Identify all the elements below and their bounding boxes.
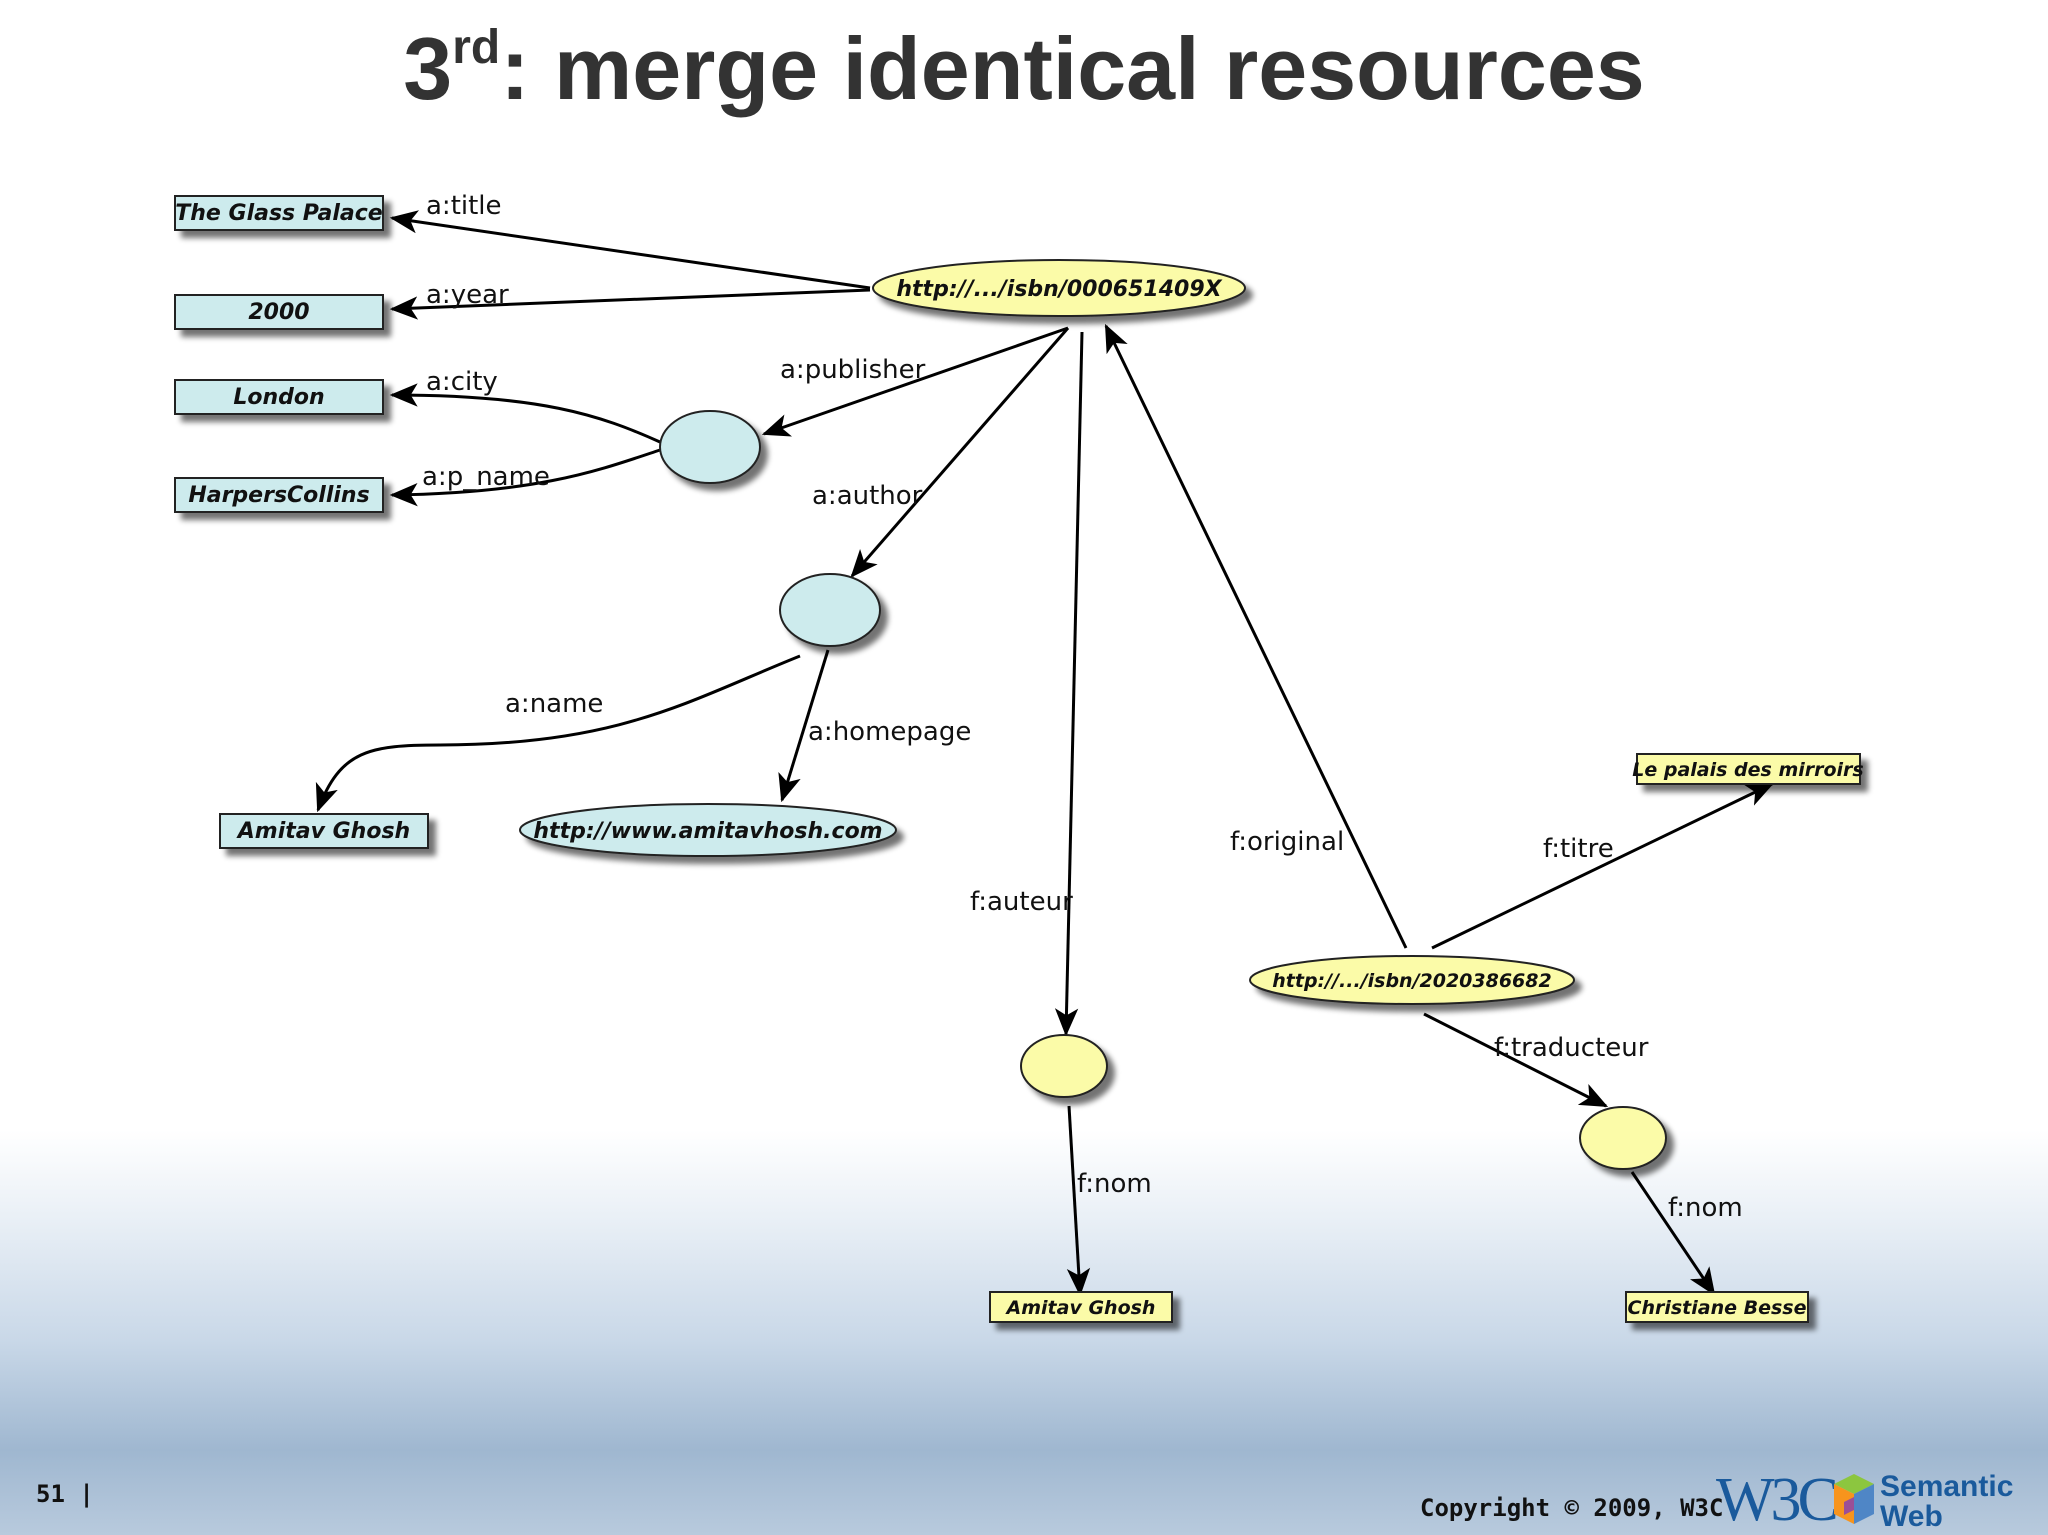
edge-pname-line xyxy=(389,448,661,507)
edge-label-city: a:city xyxy=(426,367,498,397)
literal-titre-text: Le palais des mirroirs xyxy=(1632,759,1864,781)
logo-w3c-text: W3C xyxy=(1716,1466,1836,1532)
logo-web-text: Web xyxy=(1880,1500,1943,1532)
literal-publisher-name-text: HarpersCollins xyxy=(188,483,369,508)
literal-year xyxy=(174,294,384,330)
book-fr-node xyxy=(1249,955,1575,1005)
literal-city-text: London xyxy=(233,385,324,410)
edge-label-titre: f:titre xyxy=(1543,834,1614,864)
literal-auteur-nom xyxy=(989,1291,1173,1323)
page-number: 51 | xyxy=(36,1480,94,1508)
copyright-text: Copyright © 2009, W3C xyxy=(1420,1494,1724,1522)
literal-traducteur-nom xyxy=(1625,1291,1809,1323)
literal-the-glass-palace-text: The Glass Palace xyxy=(175,201,383,226)
logo-semantic-text: Semantic xyxy=(1880,1470,2013,1503)
edge-homepage-line xyxy=(778,649,830,803)
book-en-node-text: http://.../isbn/000651409X xyxy=(896,277,1222,302)
literal-city xyxy=(174,379,384,415)
edge-label-name: a:name xyxy=(505,689,603,719)
edge-auteur-line xyxy=(1054,331,1084,1037)
literal-titre xyxy=(1636,753,1861,785)
edge-label-homepage: a:homepage xyxy=(808,717,971,747)
homepage-node-text: http://www.amitavhosh.com xyxy=(533,819,882,844)
literal-author-name xyxy=(219,813,429,849)
edge-label-publisher: a:publisher xyxy=(780,355,926,385)
title-text: : merge identical resources xyxy=(500,19,1645,118)
edge-label-title: a:title xyxy=(426,191,502,221)
edge-publisher-line xyxy=(761,326,1069,437)
edge-label-nom-auteur: f:nom xyxy=(1077,1169,1152,1199)
book-fr-node-text: http://.../isbn/2020386682 xyxy=(1272,970,1551,992)
edge-label-traducteur: f:traducteur xyxy=(1494,1033,1649,1063)
slide-title: 3rd: merge identical resources xyxy=(0,18,2048,120)
literal-traducteur-nom-text: Christiane Besse xyxy=(1628,1297,1807,1319)
edge-city-line xyxy=(389,383,661,444)
edge-traducteur-line xyxy=(1423,1012,1609,1108)
edge-nom-traducteur-line xyxy=(1630,1171,1716,1296)
edge-nom-auteur-line xyxy=(1066,1105,1091,1297)
edge-author-line xyxy=(850,327,1070,578)
edge-label-nom-traducteur: f:nom xyxy=(1668,1193,1743,1223)
edge-lines xyxy=(315,210,1775,1297)
edge-title-line xyxy=(389,210,871,290)
literal-publisher-name xyxy=(174,477,384,513)
literal-auteur-nom-text: Amitav Ghosh xyxy=(1005,1297,1156,1319)
literal-author-name-text: Amitav Ghosh xyxy=(236,819,410,844)
edge-label-auteur: f:auteur xyxy=(970,887,1073,917)
blank-node-traducteur xyxy=(1579,1106,1667,1170)
blank-node-auteur xyxy=(1020,1034,1108,1098)
book-en-node xyxy=(872,259,1246,317)
w3c-semantic-web-logo: W3C Semantic Web xyxy=(1716,1466,2013,1532)
edge-label-pname: a:p_name xyxy=(422,462,550,492)
blank-node-author xyxy=(779,573,881,647)
semantic-web-cube-icon xyxy=(1834,1474,1874,1524)
edge-label-year: a:year xyxy=(426,280,509,310)
title-number: 3 xyxy=(403,19,453,118)
edge-year-line xyxy=(389,288,871,320)
edge-titre-line xyxy=(1431,782,1775,950)
edge-label-original: f:original xyxy=(1230,827,1344,857)
title-superscript: rd xyxy=(452,21,501,74)
edge-label-author: a:author xyxy=(812,481,923,511)
homepage-node xyxy=(519,803,897,857)
literal-the-glass-palace xyxy=(174,195,384,231)
literal-year-text: 2000 xyxy=(248,300,309,325)
blank-node-publisher xyxy=(659,410,761,484)
edge-name-line xyxy=(315,654,801,813)
edge-original-line xyxy=(1104,323,1408,949)
